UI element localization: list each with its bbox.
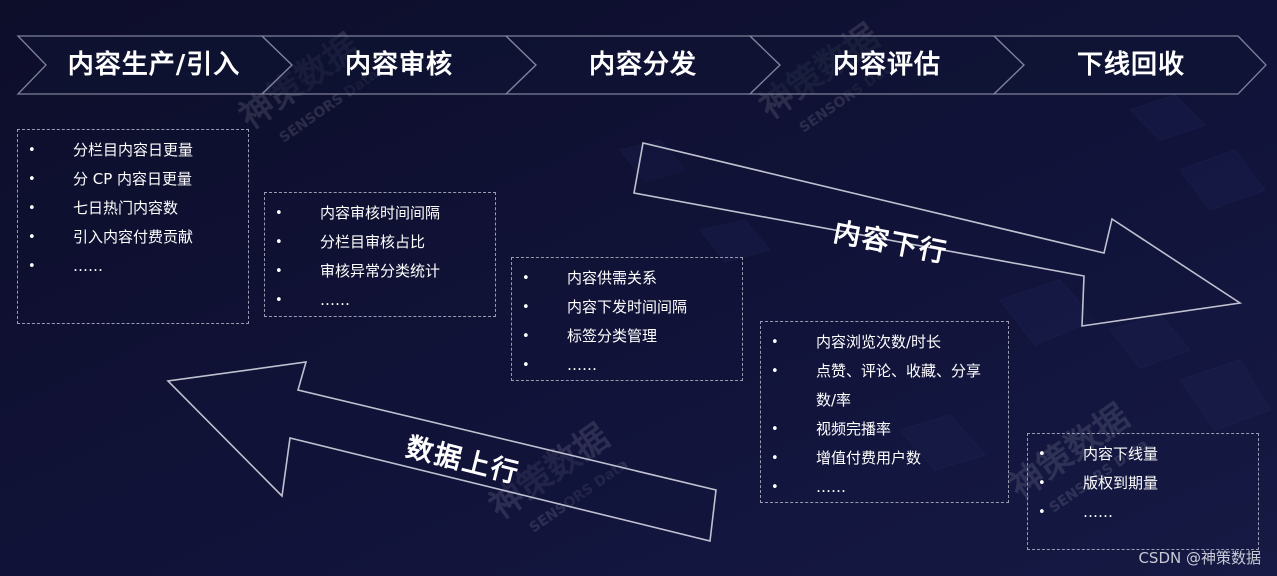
metric-item: 视频完播率	[761, 415, 1008, 444]
metric-text: 内容下线量	[1083, 445, 1159, 463]
metric-text: 七日热门内容数	[73, 199, 179, 217]
metrics-box-review: 内容审核时间间隔 分栏目审核占比 审核异常分类统计 ……	[264, 192, 496, 317]
metric-item: 引入内容付费贡献	[18, 223, 248, 252]
metric-text: 内容下发时间间隔	[567, 298, 688, 316]
metric-item: 标签分类管理	[512, 322, 742, 351]
metric-text: 引入内容付费贡献	[73, 228, 194, 246]
metric-item: 内容下线量	[1028, 440, 1258, 469]
metric-text: ……	[816, 478, 846, 496]
stage-label-review: 内容审核	[344, 50, 453, 80]
data-up-arrow	[166, 361, 717, 542]
metric-text: 内容审核时间间隔	[320, 204, 441, 222]
metric-text: 点赞、评论、收藏、分享	[816, 362, 982, 380]
metric-text: 分 CP 内容日更量	[73, 170, 193, 188]
metrics-box-production: 分栏目内容日更量 分 CP 内容日更量 七日热门内容数 引入内容付费贡献 ……	[17, 129, 249, 324]
metric-item: 内容审核时间间隔	[265, 199, 495, 228]
metric-text: 标签分类管理	[567, 327, 658, 345]
metric-item: 点赞、评论、收藏、分享	[761, 357, 1008, 386]
stage-label-offline: 下线回收	[1076, 50, 1185, 80]
metric-text: 分栏目内容日更量	[73, 141, 194, 159]
metric-item: 版权到期量	[1028, 469, 1258, 498]
metric-item: 分栏目审核占比	[265, 228, 495, 257]
stage-label-distribution: 内容分发	[588, 50, 697, 80]
metric-item: 内容浏览次数/时长	[761, 328, 1008, 357]
stage-label-evaluation: 内容评估	[832, 50, 941, 80]
metric-item: 内容下发时间间隔	[512, 293, 742, 322]
metric-text: ……	[1083, 503, 1113, 521]
metric-item: 分栏目内容日更量	[18, 136, 248, 165]
metric-text: 数/率	[816, 391, 852, 409]
metrics-box-evaluation: 内容浏览次数/时长 点赞、评论、收藏、分享 数/率 视频完播率 增值付费用户数 …	[760, 321, 1009, 503]
metric-text: 内容供需关系	[567, 269, 658, 287]
metric-text: 审核异常分类统计	[320, 262, 441, 280]
metric-text: ……	[567, 356, 597, 374]
metric-item: 增值付费用户数	[761, 444, 1008, 473]
metric-item-continued: 数/率	[761, 386, 1008, 415]
metrics-box-offline: 内容下线量 版权到期量 ……	[1027, 433, 1259, 550]
metric-text: ……	[320, 291, 350, 309]
metric-text: 内容浏览次数/时长	[816, 333, 942, 351]
metric-item: 审核异常分类统计	[265, 257, 495, 286]
metric-item: ……	[265, 286, 495, 315]
metric-item: 七日热门内容数	[18, 194, 248, 223]
metric-text: 分栏目审核占比	[320, 233, 426, 251]
metric-item: ……	[761, 473, 1008, 502]
metric-item: 内容供需关系	[512, 264, 742, 293]
content-down-arrow	[633, 142, 1243, 327]
metric-item: ……	[1028, 498, 1258, 527]
metric-text: ……	[73, 257, 103, 275]
metric-item: 分 CP 内容日更量	[18, 165, 248, 194]
metric-text: 视频完播率	[816, 420, 892, 438]
stage-chevron-5	[992, 35, 1267, 95]
metric-item: ……	[18, 252, 248, 281]
stage-label-production: 内容生产/引入	[67, 50, 241, 80]
metric-item: ……	[512, 351, 742, 380]
metric-text: 版权到期量	[1083, 474, 1159, 492]
metric-text: 增值付费用户数	[816, 449, 922, 467]
footer-credit: CSDN @神策数据	[1138, 549, 1261, 567]
metrics-box-distribution: 内容供需关系 内容下发时间间隔 标签分类管理 ……	[511, 257, 743, 381]
